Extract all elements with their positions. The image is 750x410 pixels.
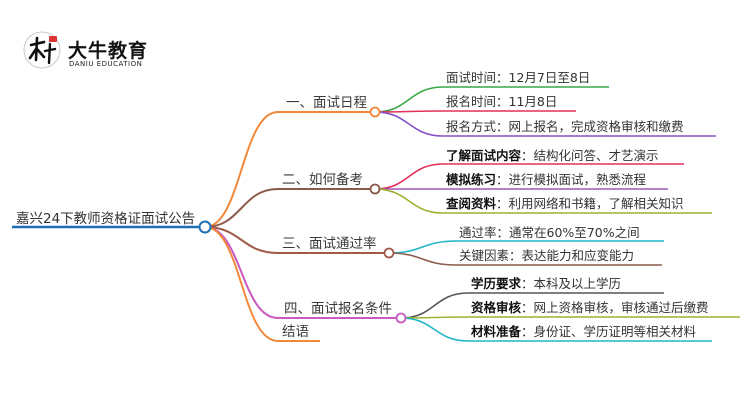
branch-connector: [204, 188, 279, 228]
branch-conclusion-label: 结语: [282, 324, 309, 340]
branch-node-circle: [395, 312, 407, 324]
daniu-logo-icon: [23, 31, 61, 69]
leaf-reference-materials: 查阅资料：利用网络和书籍，了解相关知识: [446, 196, 684, 211]
root-node-label: 嘉兴24下教师资格证面试公告: [16, 211, 196, 227]
leaf-connector: [374, 111, 444, 137]
leaf-connector: [374, 188, 444, 214]
leaf-connector: [374, 163, 444, 190]
leaf-registration-method: 报名方式：网上报名，完成资格审核和缴费: [446, 119, 684, 134]
leaf-interview-content: 了解面试内容：结构化问答、才艺演示: [446, 148, 659, 163]
leaf-key-factors: 关键因素：表达能力和应变能力: [459, 248, 635, 263]
leaf-connector: [388, 252, 457, 266]
branch-connector: [204, 226, 279, 254]
branch-preparation-label: 二、如何备考: [282, 172, 363, 188]
leaf-mock-practice: 模拟练习：进行模拟面试，熟悉流程: [446, 172, 647, 187]
root-node-circle: [198, 220, 212, 234]
leaf-connector: [400, 292, 469, 319]
logo-subtitle: DANIU EDUCATION: [69, 60, 143, 68]
leaf-materials-preparation: 材料准备：身份证、学历证明等相关材料: [471, 324, 697, 339]
branch-requirements-label: 四、面试报名条件: [284, 301, 392, 317]
branch-connector: [204, 226, 279, 342]
branch-pass-rate-label: 三、面试通过率: [282, 236, 377, 252]
leaf-connector: [388, 240, 457, 254]
branch-node-circle: [369, 106, 381, 118]
leaf-registration-time: 报名时间：11月8日: [446, 94, 558, 109]
leaf-connector: [374, 86, 444, 113]
leaf-pass-rate: 通过率：通常在60%至70%之间: [459, 225, 640, 240]
branch-node-circle: [383, 247, 395, 259]
leaf-interview-time: 面试时间：12月7日至8日: [446, 70, 591, 85]
branch-connector: [204, 111, 279, 228]
leaf-qualification-review: 资格审核：网上资格审核，审核通过后缴费: [471, 300, 709, 315]
branch-node-circle: [369, 183, 381, 195]
branch-schedule-label: 一、面试日程: [286, 95, 367, 111]
logo-title: 大牛教育: [68, 40, 149, 62]
leaf-education-requirement: 学历要求：本科及以上学历: [471, 276, 622, 291]
leaf-connector: [400, 317, 469, 342]
